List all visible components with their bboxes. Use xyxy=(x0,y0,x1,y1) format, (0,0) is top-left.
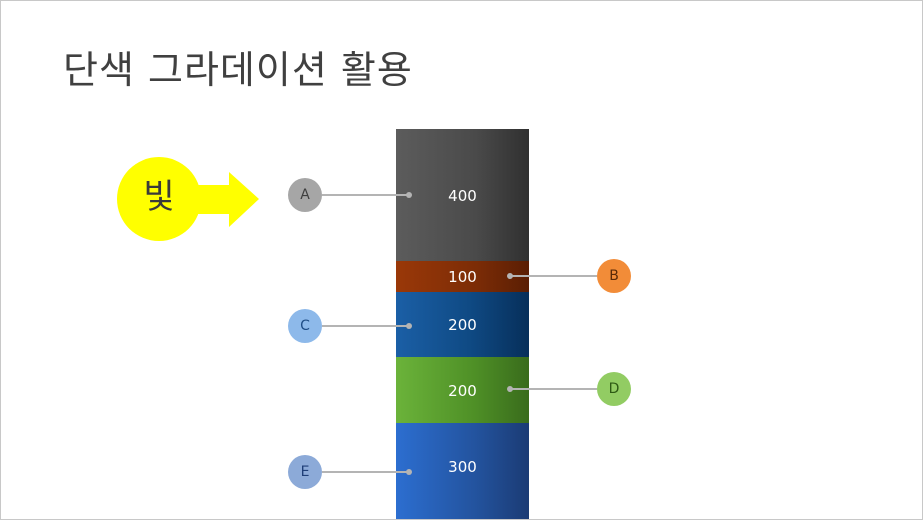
layer-d-value: 200 xyxy=(448,382,477,400)
connector-c-dot xyxy=(406,323,412,329)
layer-a: 400 xyxy=(396,129,529,261)
connector-b-dot xyxy=(507,273,513,279)
layer-d: 200 xyxy=(396,357,529,423)
layer-a-value: 400 xyxy=(448,187,477,205)
marker-e: E xyxy=(288,455,322,489)
light-label: 빛 xyxy=(143,177,175,217)
layer-column: 400 100 200 200 300 xyxy=(396,129,529,519)
light-arrow-icon xyxy=(117,157,259,241)
marker-c: C xyxy=(288,309,322,343)
layer-c: 200 xyxy=(396,292,529,357)
connector-d-dot xyxy=(507,386,513,392)
layer-e: 300 xyxy=(396,423,529,519)
slide-title: 단색 그라데이션 활용 xyxy=(63,48,413,92)
layer-e-value: 300 xyxy=(448,458,477,476)
layer-b-value: 100 xyxy=(448,268,477,286)
connector-e-dot xyxy=(406,469,412,475)
marker-b: B xyxy=(597,259,631,293)
layer-c-value: 200 xyxy=(448,316,477,334)
marker-a: A xyxy=(288,178,322,212)
connector-a-dot xyxy=(406,192,412,198)
layer-b: 100 xyxy=(396,261,529,292)
light-circle xyxy=(117,157,201,241)
marker-d: D xyxy=(597,372,631,406)
